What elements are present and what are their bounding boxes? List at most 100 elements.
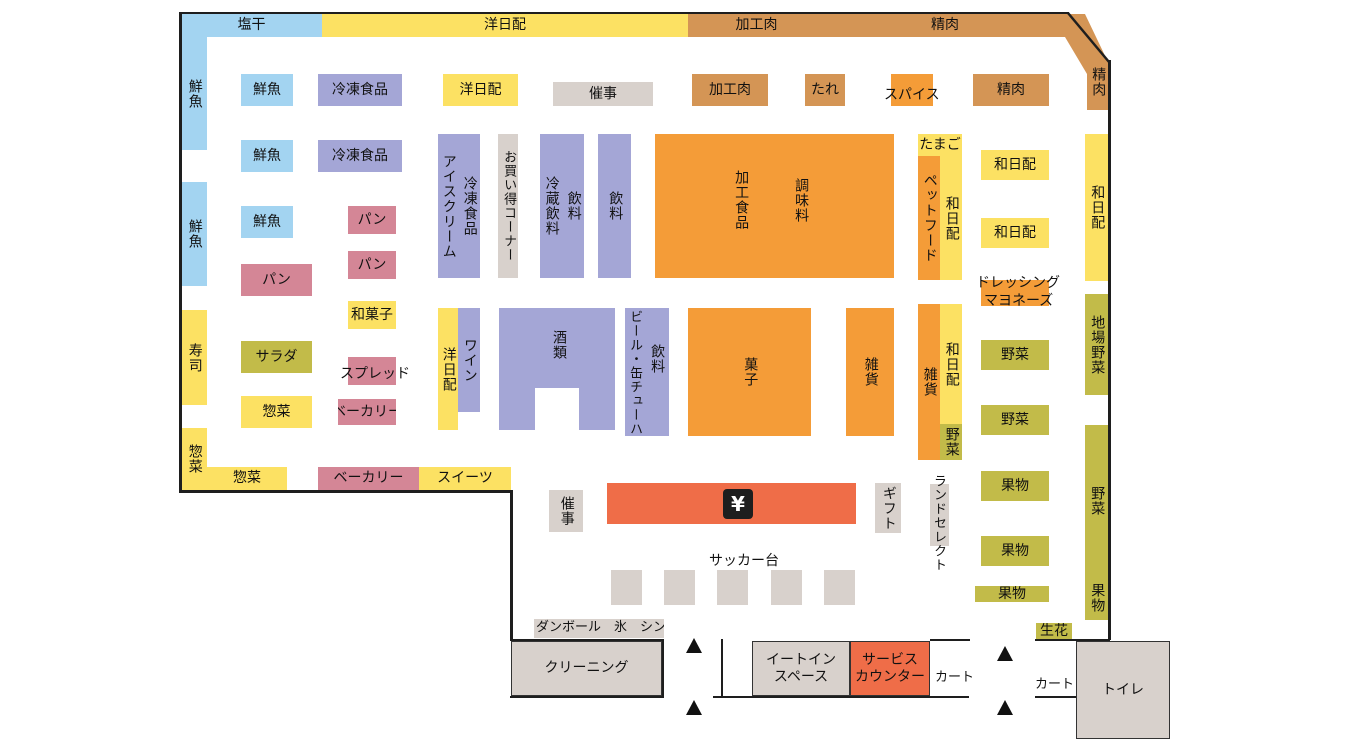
sacker-table-5[interactable] <box>824 570 855 605</box>
island-kudamono-b[interactable]: 果物 <box>981 536 1049 566</box>
zone-yasai-right-wall[interactable]: 野菜 <box>1085 425 1108 576</box>
wall-top <box>179 12 1069 14</box>
wall-front-3b <box>1035 696 1076 698</box>
island-kudamono-c[interactable]: 果物 <box>975 586 1049 602</box>
island-yasai-vertical[interactable]: 野菜 <box>940 424 962 460</box>
facility-toilet[interactable]: トイレ <box>1076 641 1170 739</box>
entrance-arrow-4 <box>997 700 1013 715</box>
sacker-table-3[interactable] <box>717 570 748 605</box>
register-area[interactable]: ¥ <box>607 483 856 524</box>
facility-service-counter[interactable]: サービス カウンター <box>850 641 930 696</box>
island-mayonnaise-label: マヨネーズ <box>984 293 1054 309</box>
island-wabi-b[interactable]: 和日配 <box>981 218 1049 248</box>
island-salad[interactable]: サラダ <box>241 341 312 373</box>
island-inryou-b[interactable]: 飲料 <box>598 134 631 278</box>
island-icecream[interactable]: アイスクリーム <box>438 134 458 278</box>
zone-shiohoshi[interactable]: 塩干 <box>181 14 322 37</box>
zone-souzai-bottom[interactable]: 惣菜 <box>207 467 287 490</box>
island-beer-label: ビール・缶チューハイ <box>626 310 642 436</box>
zone-sweets[interactable]: スイーツ <box>419 467 511 490</box>
facility-cardboard[interactable]: ダンボール 氷 シンク <box>534 619 664 638</box>
entrance-arrow-1 <box>686 638 702 653</box>
island-zakka-b[interactable]: 雑貨 <box>918 304 940 460</box>
facility-cart-b: カート <box>1035 677 1075 692</box>
entrance-arrow-2 <box>686 700 702 715</box>
island-choumiryou: 調味料 <box>793 178 810 223</box>
island-gift[interactable]: ギフト <box>875 483 901 533</box>
zone-sengyo-left-1[interactable]: 鮮魚 <box>181 37 207 150</box>
island-sengyo-c[interactable]: 鮮魚 <box>241 206 293 238</box>
wall-front-1 <box>510 639 664 641</box>
island-youbi-vertical[interactable]: 洋日配 <box>438 308 458 430</box>
island-grocery-block[interactable]: 加工食品 調味料 <box>655 134 894 278</box>
zone-sengyo-left-2[interactable]: 鮮魚 <box>181 182 207 286</box>
zone-sushi[interactable]: 寿司 <box>181 310 207 405</box>
island-wabi-a[interactable]: 和日配 <box>981 150 1049 180</box>
island-pan-a[interactable]: パン <box>241 264 312 296</box>
facility-seika[interactable]: 生花 <box>1036 623 1072 640</box>
island-spice[interactable] <box>891 74 933 106</box>
island-sengyo-a[interactable]: 鮮魚 <box>241 74 293 106</box>
zone-kudamono-right-wall[interactable]: 果物 <box>1085 576 1108 620</box>
zone-seiniku-top-wall[interactable]: 精肉 <box>825 14 1065 37</box>
island-inryou-a[interactable]: 飲料 <box>562 134 584 278</box>
island-pan-c[interactable]: パン <box>348 251 396 279</box>
island-wagashi[interactable]: 和菓子 <box>348 301 396 329</box>
zone-jiba-yasai[interactable]: 地場野菜 <box>1085 294 1108 395</box>
island-reitou-vertical[interactable]: 冷凍食品 <box>458 134 480 278</box>
island-sake-shape[interactable] <box>499 308 615 430</box>
island-reitou-b[interactable]: 冷凍食品 <box>318 140 402 172</box>
island-pan-b[interactable]: パン <box>348 206 396 234</box>
zone-kakouniku-top-wall[interactable]: 加工肉 <box>688 14 825 37</box>
wall-front-3 <box>1035 639 1110 641</box>
wall-diagonal <box>1067 12 1110 63</box>
island-saiji-bottom[interactable]: 催事 <box>549 490 583 532</box>
zone-wabi-right-wall[interactable]: 和日配 <box>1085 134 1108 281</box>
island-kakou-shokuhin: 加工食品 <box>733 170 750 230</box>
island-souzai[interactable]: 惣菜 <box>241 396 312 428</box>
zone-seiniku-corner[interactable]: 精肉 <box>1090 67 1107 97</box>
wall-door-post-2 <box>721 639 723 698</box>
island-reitou-a[interactable]: 冷凍食品 <box>318 74 402 106</box>
zone-youbi-top-wall[interactable]: 洋日配 <box>322 14 688 37</box>
island-seiniku[interactable]: 精肉 <box>973 74 1049 106</box>
island-brand-select-shelf[interactable] <box>930 484 949 546</box>
wall-front-1b <box>510 696 664 698</box>
island-bakery[interactable]: ベーカリー <box>338 399 396 425</box>
island-spread-label: スプレッド <box>340 366 410 382</box>
island-yasai-b[interactable]: 野菜 <box>981 405 1049 435</box>
island-sake-label: 酒類 <box>551 330 567 360</box>
sacker-table-1[interactable] <box>611 570 642 605</box>
sacker-table-2[interactable] <box>664 570 695 605</box>
facility-cleaning[interactable]: クリーニング <box>511 641 662 696</box>
island-kashi[interactable]: 菓子 <box>688 308 811 436</box>
island-reizou-inryou[interactable]: 冷蔵飲料 <box>540 134 562 278</box>
island-okaidoku[interactable]: お買い得コーナー <box>498 134 518 278</box>
island-kudamono-a[interactable]: 果物 <box>981 471 1049 501</box>
sacker-table-4[interactable] <box>771 570 802 605</box>
wall-front-2-top <box>930 639 970 641</box>
island-wabi-vertical-a[interactable]: 和日配 <box>940 156 962 280</box>
island-tare[interactable]: たれ <box>805 74 845 106</box>
island-tamago[interactable]: たまご <box>918 134 962 156</box>
zone-bakery-bottom[interactable]: ベーカリー <box>318 467 419 490</box>
island-sengyo-b[interactable]: 鮮魚 <box>241 140 293 172</box>
island-zakka-a[interactable]: 雑貨 <box>846 308 894 436</box>
island-wabi-vertical-b[interactable]: 和日配 <box>940 304 962 424</box>
island-wine[interactable]: ワイン <box>458 308 480 412</box>
facility-eat-in[interactable]: イートイン スペース <box>752 641 850 696</box>
island-kakouniku[interactable]: 加工肉 <box>692 74 768 106</box>
wall-bottom-left <box>179 490 512 493</box>
island-dressing-label: ドレッシング <box>976 275 1060 291</box>
zone-souzai-left[interactable]: 惣菜 <box>181 428 207 490</box>
sacker-label: サッカー台 <box>709 553 779 569</box>
island-youbi-top[interactable]: 洋日配 <box>443 74 518 106</box>
island-saiji-top[interactable]: 催事 <box>553 82 653 106</box>
island-spread[interactable] <box>348 357 396 385</box>
island-petfood[interactable]: ペットフード <box>918 156 940 280</box>
island-beer[interactable]: ビール・缶チューハイ 飲料 <box>625 308 669 436</box>
island-brand-select: ランドセレクト <box>931 474 946 572</box>
island-dressing[interactable] <box>981 280 1049 306</box>
island-yasai-a[interactable]: 野菜 <box>981 340 1049 370</box>
